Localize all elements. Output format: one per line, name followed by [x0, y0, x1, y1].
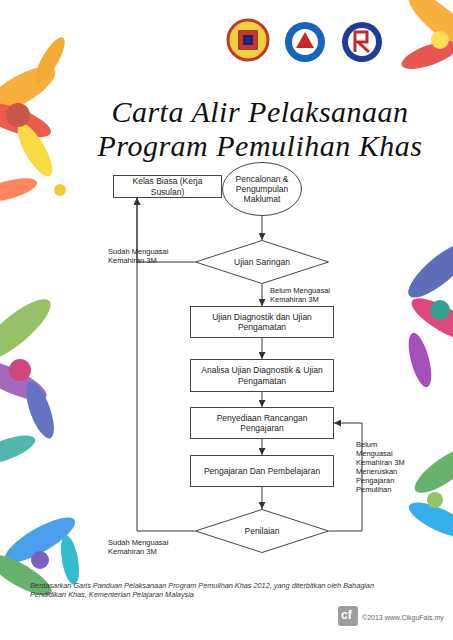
diamond-shape: [196, 510, 329, 553]
logo-badge: [338, 606, 358, 626]
flow-arrow: [262, 284, 263, 306]
caption: Berdasarkan Garis Panduan Pelaksanaan Pr…: [30, 581, 410, 599]
flow-arrow: [262, 338, 263, 359]
node-text: Ujian Saringan: [230, 257, 294, 267]
logo-emblem: [228, 20, 268, 60]
logo-emblem: [342, 22, 382, 62]
decision-diamond: Ujian Saringan: [195, 240, 329, 284]
ellipse-shape: [223, 163, 302, 216]
node-text: Penyediaan Rancangan Pengajaran: [191, 413, 333, 433]
flow-arrow: [262, 216, 263, 240]
flow-arrow: [262, 487, 263, 509]
result-box: Kelas Biasa (Kerja Susulan): [113, 175, 222, 198]
node-text: Pencalonan & Pengumpulan Maklumat: [222, 174, 302, 205]
node-text: Kelas Biasa (Kerja Susulan): [114, 176, 221, 196]
process-box: Ujian Diagnostik dan Ujian Pengamatan: [190, 306, 334, 338]
process-box: Penyediaan Rancangan Pengajaran: [190, 407, 334, 439]
flow-arrow: [262, 392, 263, 407]
node-text: Pengajaran Dan Pembelajaran: [200, 466, 324, 476]
logo-text: cf: [341, 608, 352, 622]
flower-decoration: [0, 290, 60, 470]
node-text: Penilaian: [241, 526, 284, 536]
edge-label: Belum Menguasai Kemahiran 3M Meneruskan …: [356, 440, 412, 494]
flower-decoration: [398, 0, 453, 75]
node-text: Analisa Ujian Diagnostik & Ujian Pengama…: [191, 365, 333, 385]
flow-arrow: [262, 439, 263, 455]
logo-emblem: [285, 22, 325, 62]
edge-label: Sudah Menguasai Kemahiran 3M: [108, 538, 198, 556]
diamond-shape: [196, 241, 329, 284]
process-box: Analisa Ujian Diagnostik & Ujian Pengama…: [190, 359, 334, 392]
edge-label: Sudah Menguasai Kemahiran 3M: [108, 247, 190, 265]
node-text: Ujian Diagnostik dan Ujian Pengamatan: [191, 312, 333, 332]
title: Carta Alir Pelaksanaan Program Pemulihan…: [95, 95, 425, 162]
flower-decoration: [401, 234, 453, 544]
flower-decoration: [0, 33, 70, 206]
process-box: Pengajaran Dan Pembelajaran: [190, 455, 334, 487]
decision-diamond: Penilaian: [195, 509, 329, 553]
copyright-note: ©2013 www.CikguFais.my: [362, 614, 444, 621]
edge-label: Belum Menguasai Kemahiran 3M: [270, 286, 350, 304]
start-ellipse: Pencalonan & Pengumpulan Maklumat: [222, 162, 302, 216]
